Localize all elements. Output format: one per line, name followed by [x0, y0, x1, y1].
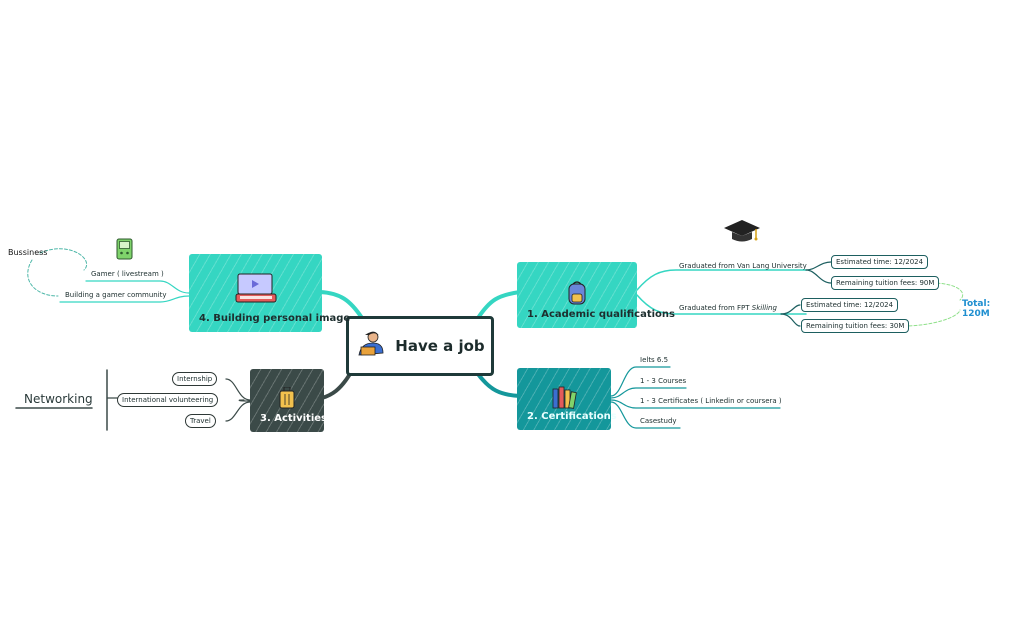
- fpt-remaining-fees[interactable]: Remaining tuition fees: 30M: [801, 319, 910, 333]
- branch-label: 3. Activities: [260, 413, 328, 424]
- branch-building-personal-image[interactable]: 4. Building personal image: [189, 254, 350, 332]
- backpack-icon: [567, 280, 587, 309]
- cert-item[interactable]: 1 - 3 Certificates ( Linkedin or courser…: [640, 397, 782, 405]
- networking-label[interactable]: Networking: [24, 392, 93, 406]
- fpt-label-prefix: Graduated from FPT: [679, 304, 752, 312]
- total-fees[interactable]: Total: 120M: [962, 299, 991, 319]
- central-topic-label: Have a job: [395, 337, 485, 355]
- graduation-cap-icon: [722, 218, 762, 248]
- books-icon: [551, 386, 577, 413]
- branch-label: 2. Certifications: [527, 411, 617, 422]
- central-topic[interactable]: Have a job: [346, 316, 494, 376]
- handheld-console-icon: [116, 238, 133, 264]
- person-with-laptop-icon: [355, 329, 385, 363]
- fpt-estimated-time[interactable]: Estimated time: 12/2024: [801, 298, 899, 312]
- van-lang-estimated-time[interactable]: Estimated time: 12/2024: [831, 255, 929, 269]
- cert-item[interactable]: Casestudy: [640, 417, 677, 425]
- cert-item[interactable]: Ielts 6.5: [640, 356, 669, 364]
- branch-label: 4. Building personal image: [199, 313, 351, 324]
- activity-item[interactable]: Travel: [185, 414, 216, 428]
- branch-certifications[interactable]: 2. Certifications: [517, 368, 617, 430]
- fpt-label-italic: Skilling: [751, 304, 777, 312]
- personal-item[interactable]: Gamer ( livestream ): [91, 270, 164, 278]
- gaming-setup-icon: [234, 272, 278, 307]
- activity-item[interactable]: Internship: [172, 372, 218, 386]
- academic-van-lang[interactable]: Graduated from Van Lang University: [679, 262, 807, 270]
- cert-item[interactable]: 1 - 3 Courses: [640, 377, 687, 385]
- bussiness-label[interactable]: Bussiness: [8, 248, 48, 257]
- branch-activities[interactable]: 3. Activities: [250, 369, 328, 432]
- academic-fpt[interactable]: Graduated from FPT Skilling: [679, 304, 777, 312]
- personal-item[interactable]: Building a gamer community: [65, 291, 167, 299]
- branch-label: 1. Academic qualifications: [527, 309, 675, 320]
- suitcase-icon: [279, 386, 295, 412]
- branch-academic-qualifications[interactable]: 1. Academic qualifications: [517, 262, 675, 328]
- van-lang-remaining-fees[interactable]: Remaining tuition fees: 90M: [831, 276, 940, 290]
- activity-item[interactable]: International volunteering: [117, 393, 219, 407]
